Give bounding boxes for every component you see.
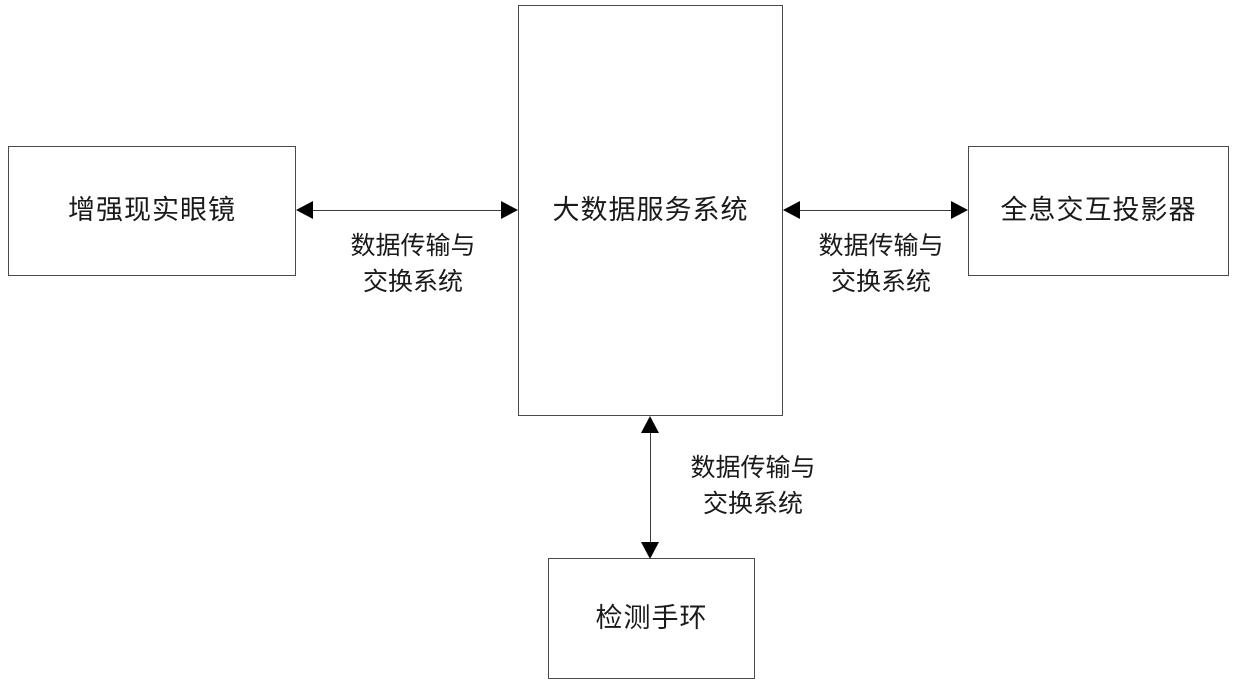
connector-bigdata-to-projector bbox=[783, 196, 968, 224]
connector-line bbox=[650, 430, 651, 545]
node-detection-band[interactable]: 检测手环 bbox=[548, 558, 755, 679]
edge-label-bigdata-to-projector: 数据传输与 交换系统 bbox=[786, 228, 976, 300]
edge-label-bigdata-to-band: 数据传输与 交换系统 bbox=[660, 450, 846, 522]
node-detection-band-label: 检测手环 bbox=[595, 602, 708, 634]
connector-bigdata-to-band bbox=[636, 416, 664, 559]
edge-label-line-1: 数据传输与 bbox=[690, 453, 816, 482]
node-big-data-service[interactable]: 大数据服务系统 bbox=[518, 5, 783, 416]
connector-ar-to-bigdata bbox=[296, 196, 518, 224]
edge-label-line-2: 交换系统 bbox=[702, 489, 803, 518]
node-ar-glasses[interactable]: 增强现实眼镜 bbox=[8, 146, 296, 276]
arrowhead-up-icon bbox=[641, 416, 659, 433]
edge-label-ar-to-bigdata: 数据传输与 交换系统 bbox=[318, 228, 508, 300]
edge-label-line-2: 交换系统 bbox=[362, 267, 463, 296]
arrowhead-right-icon bbox=[951, 201, 968, 219]
connector-line bbox=[310, 210, 504, 211]
edge-label-line-1: 数据传输与 bbox=[350, 231, 476, 260]
node-holographic-projector-label: 全息交互投影器 bbox=[1000, 195, 1197, 227]
edge-label-line-1: 数据传输与 bbox=[818, 231, 944, 260]
node-ar-glasses-label: 增强现实眼镜 bbox=[68, 195, 236, 227]
node-big-data-service-label: 大数据服务系统 bbox=[552, 195, 749, 226]
node-holographic-projector[interactable]: 全息交互投影器 bbox=[968, 146, 1229, 276]
arrowhead-right-icon bbox=[501, 201, 518, 219]
connector-line bbox=[797, 210, 954, 211]
arrowhead-down-icon bbox=[641, 542, 659, 559]
edge-label-line-2: 交换系统 bbox=[830, 267, 931, 296]
arrowhead-left-icon bbox=[783, 201, 800, 219]
arrowhead-left-icon bbox=[296, 201, 313, 219]
